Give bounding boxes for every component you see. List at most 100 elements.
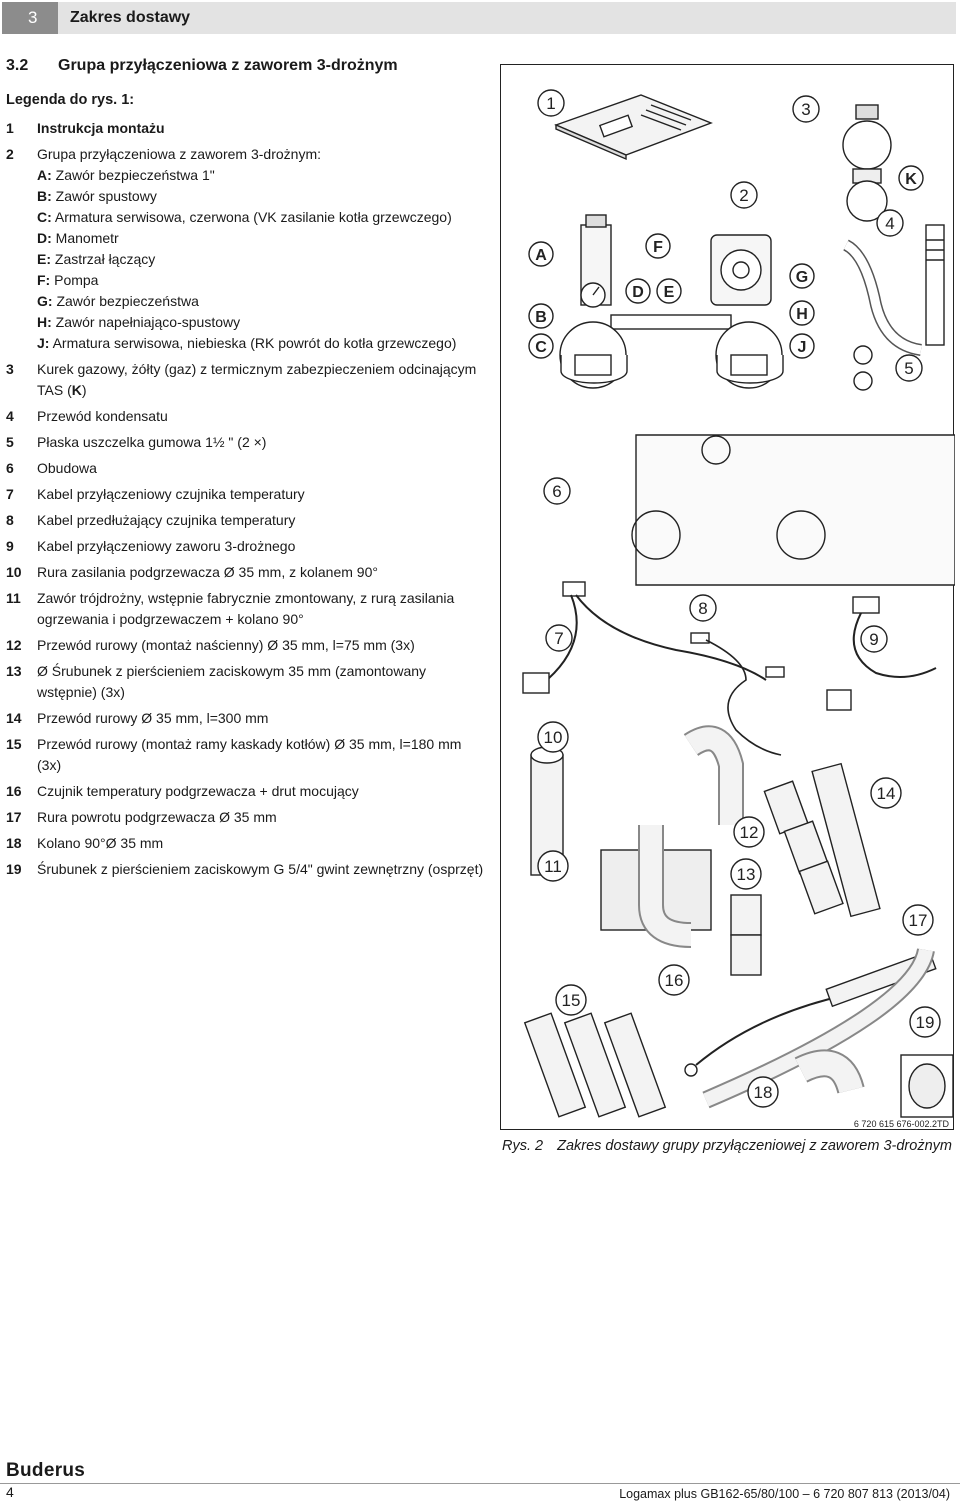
callout-circle: [658, 964, 690, 996]
figure-caption: Rys. 2 Zakres dostawy grupy przyłączeniow…: [502, 1138, 952, 1154]
callout-circle: [909, 1006, 941, 1038]
callout-circle: [876, 209, 904, 237]
brand-logo: Buderus: [6, 1460, 86, 1481]
gasket-drawing: [853, 371, 873, 391]
callout-E: E: [664, 284, 675, 301]
callout-circle: [545, 624, 573, 652]
callout-15: 15: [562, 991, 581, 1010]
letter-callouts: A B C D E F G H J K: [528, 165, 924, 359]
legend-subitem: D: Manometr: [37, 230, 119, 246]
callout-circle: [730, 181, 758, 209]
callout-7: 7: [554, 629, 563, 648]
callout-D: D: [632, 284, 644, 301]
gas-cock-drawing: [842, 104, 892, 222]
callouts: 1 2 3 4 5 6 7 8 9 10 11 12 13 1: [537, 89, 941, 1108]
callout-circle: [902, 904, 934, 936]
callout-circle: [747, 1076, 779, 1108]
legend-subitem: E: Zastrzał łączący: [37, 251, 156, 267]
figure-delivery-scope: 1 2 3 4 5 6 7 8 9 10 11 12 13 1: [500, 64, 955, 1130]
lower-parts-drawing: [523, 947, 954, 1118]
callout-B: B: [535, 309, 547, 326]
page-number: 4: [6, 1484, 14, 1500]
connection-group-drawing: [559, 214, 784, 389]
manual-drawing: [554, 94, 713, 161]
callout-18: 18: [754, 1083, 773, 1102]
chapter-header: 3 Zakres dostawy: [2, 2, 956, 34]
legend-subitem: C: Armatura serwisowa, czerwona (VK zasi…: [37, 209, 452, 225]
section-title: Grupa przyłączeniowa z zaworem 3-drożnym: [58, 57, 398, 74]
callout-G: G: [796, 269, 808, 286]
callout-circle: [543, 477, 571, 505]
callout-circle: [870, 777, 902, 809]
pipes-drawing: [530, 725, 881, 976]
callout-6: 6: [552, 482, 561, 501]
legend-subitem: G: Zawór bezpieczeństwa: [37, 293, 199, 309]
chapter-number: 3: [2, 2, 58, 34]
caption-text: Zakres dostawy grupy przyłączeniowej z z…: [557, 1138, 952, 1154]
callout-4: 4: [885, 214, 894, 233]
footer-divider: [0, 1483, 960, 1484]
callout-circle: [792, 95, 820, 123]
callout-F: F: [653, 239, 663, 256]
callout-3: 3: [801, 100, 810, 119]
callout-K: K: [905, 171, 917, 188]
callout-5: 5: [904, 359, 913, 378]
callout-2: 2: [739, 186, 748, 205]
condensate-pipe-drawing: [842, 224, 945, 356]
callout-circle: [730, 858, 762, 890]
callout-circle: [895, 354, 923, 382]
callout-circle: [537, 89, 565, 117]
callout-16: 16: [665, 971, 684, 990]
callout-J: J: [798, 339, 807, 356]
housing-drawing: [631, 434, 955, 586]
callout-H: H: [796, 306, 808, 323]
document-reference: Logamax plus GB162-65/80/100 – 6 720 807…: [619, 1487, 950, 1501]
legend-subitem: H: Zawór napełniająco-spustowy: [37, 314, 241, 330]
exploded-parts-diagram: 1 2 3 4 5 6 7 8 9 10 11 12 13 1: [522, 89, 955, 1129]
gasket-drawing: [853, 345, 873, 365]
callout-12: 12: [740, 823, 759, 842]
callout-17: 17: [909, 911, 928, 930]
callout-8: 8: [698, 599, 707, 618]
cables-drawing: [522, 581, 937, 756]
legend-subitem: A: Zawór bezpieczeństwa 1": [37, 167, 215, 183]
callout-circle: [537, 850, 569, 882]
callout-1: 1: [546, 94, 555, 113]
callout-circle: [860, 625, 888, 653]
callout-10: 10: [544, 728, 563, 747]
legend-subitem: F: Pompa: [37, 272, 99, 288]
callout-13: 13: [737, 865, 756, 884]
caption-label: Rys. 2: [502, 1138, 544, 1154]
callout-A: A: [535, 247, 547, 264]
callout-circle: [733, 816, 765, 848]
callout-C: C: [535, 339, 547, 356]
callout-circle: [555, 984, 587, 1016]
chapter-title: Zakres dostawy: [70, 9, 191, 26]
callout-11: 11: [544, 857, 562, 876]
legend-subitem: J: Armatura serwisowa, niebieska (RK pow…: [37, 335, 457, 351]
legend-title: Legenda do rys. 1:: [6, 92, 135, 108]
callout-14: 14: [877, 784, 896, 803]
callout-circle: [689, 594, 717, 622]
figure-code: 6 720 615 676-002.2TD: [854, 1119, 950, 1129]
